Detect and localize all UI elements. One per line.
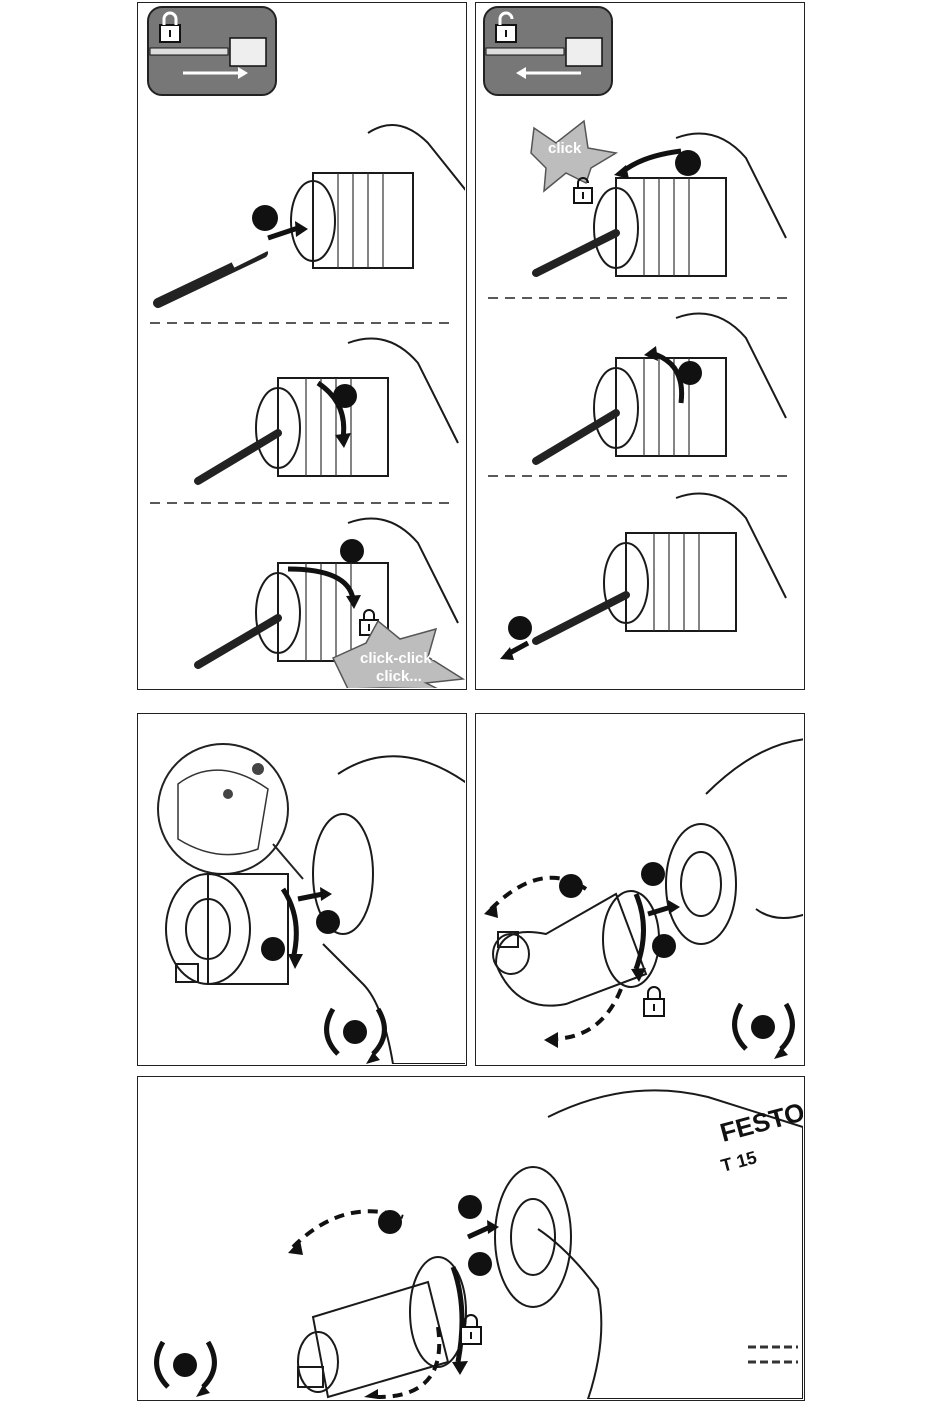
- drill-chuck-step-1: [158, 125, 465, 303]
- drill-body: FESTOOL T 15: [495, 1087, 803, 1399]
- click-burst: click-click- click...: [333, 621, 463, 688]
- step-marker: [468, 1252, 492, 1276]
- drill-body: [313, 756, 465, 1064]
- panel-attach-angle-head: [475, 713, 805, 1066]
- step-marker: [252, 205, 278, 231]
- unlock-callout: [484, 7, 612, 95]
- drill-chuck-step-2: [198, 339, 458, 482]
- step-marker: [316, 910, 340, 934]
- step-marker: [333, 384, 357, 408]
- panel-release-bit: click: [475, 2, 805, 690]
- step-marker: [641, 862, 665, 886]
- lock-closed-icon: [644, 987, 664, 1016]
- drill-body: [666, 739, 803, 944]
- angle-attachment: [484, 862, 680, 1048]
- step-marker: [458, 1195, 482, 1219]
- step-marker: [675, 150, 701, 176]
- step-marker: [652, 934, 676, 958]
- drill-chuck-release-2: [536, 314, 786, 462]
- step-marker: [559, 874, 583, 898]
- panel-attach-screw-head: FESTOOL T 15: [137, 1076, 805, 1401]
- detail-magnifier: [158, 744, 303, 879]
- step-marker: [261, 937, 285, 961]
- rotation-icon: [327, 1009, 385, 1064]
- lock-callout: [148, 7, 276, 95]
- click-text: click: [548, 140, 582, 157]
- click-burst: click: [531, 121, 616, 191]
- panel-insert-bit: click-click- click...: [137, 2, 467, 690]
- step-marker: [678, 361, 702, 385]
- step-marker: [508, 616, 532, 640]
- drill-chuck-release-3: [500, 494, 786, 661]
- click-text: click-click-: [360, 650, 437, 667]
- screw-attachment: [288, 1195, 499, 1399]
- panel-attach-chuck: [137, 713, 467, 1066]
- rotation-icon: [157, 1342, 215, 1397]
- step-marker: [340, 539, 364, 563]
- brand-label: FESTOOL: [717, 1087, 803, 1148]
- click-text: click...: [376, 668, 422, 685]
- model-label: T 15: [719, 1147, 759, 1176]
- rotation-icon: [735, 1004, 793, 1059]
